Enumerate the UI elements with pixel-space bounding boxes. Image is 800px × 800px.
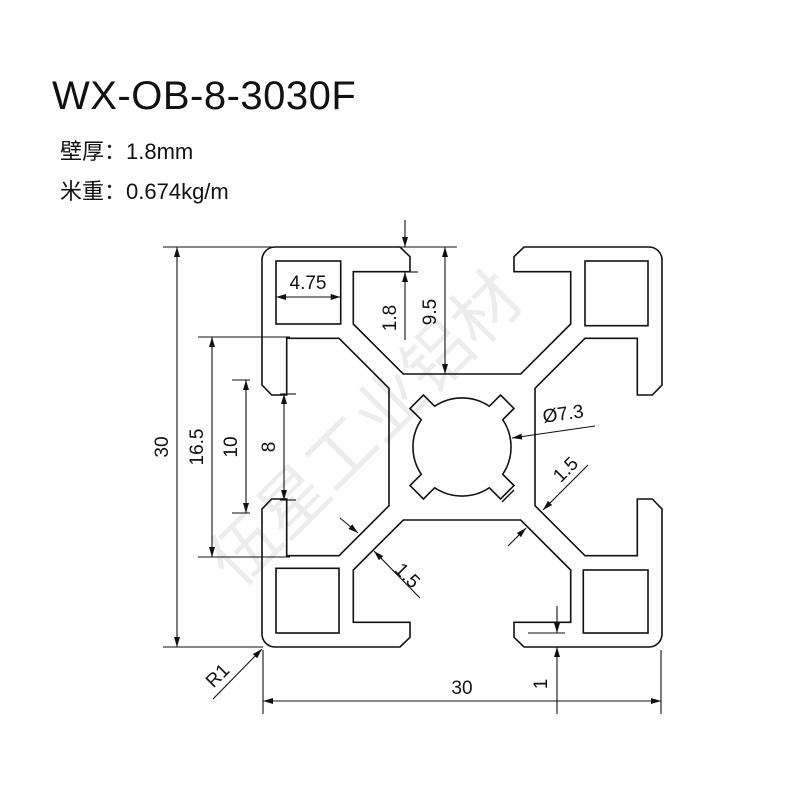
- dim-1-8: 1.8: [380, 305, 401, 331]
- dimension-lines: [163, 220, 662, 714]
- corner-hollow-bottom-left: [275, 567, 340, 634]
- wall-thickness-label: 壁厚：: [60, 139, 127, 164]
- center-bore: [408, 393, 516, 501]
- product-title: WX-OB-8-3030F: [52, 74, 357, 118]
- dim-lip: 1: [531, 679, 552, 690]
- aluminum-profile: [261, 246, 663, 648]
- dim-width: 30: [451, 678, 472, 699]
- corner-hollow-top-right: [584, 260, 649, 327]
- dim-height: 30: [152, 436, 173, 457]
- dim-16-5: 16.5: [187, 429, 208, 466]
- weight-value: 0.674kg/m: [126, 179, 229, 204]
- weight-per-meter: 米重：0.674kg/m: [60, 174, 229, 206]
- dim-8: 8: [259, 442, 280, 453]
- wall-thickness: 壁厚：1.8mm: [60, 134, 193, 166]
- dim-bore: Ø7.3: [541, 401, 585, 428]
- dim-web-left: 1.5: [390, 559, 424, 593]
- weight-label: 米重：: [60, 179, 127, 204]
- wall-thickness-value: 1.8mm: [126, 139, 194, 164]
- corner-hollow-bottom-right: [582, 569, 649, 634]
- dim-web-right: 1.5: [549, 453, 583, 487]
- dim-radius: R1: [202, 660, 234, 692]
- dim-10: 10: [221, 436, 242, 457]
- dim-4-75: 4.75: [290, 273, 327, 294]
- web-section-mark: [501, 489, 515, 503]
- dim-9-5: 9.5: [420, 299, 441, 325]
